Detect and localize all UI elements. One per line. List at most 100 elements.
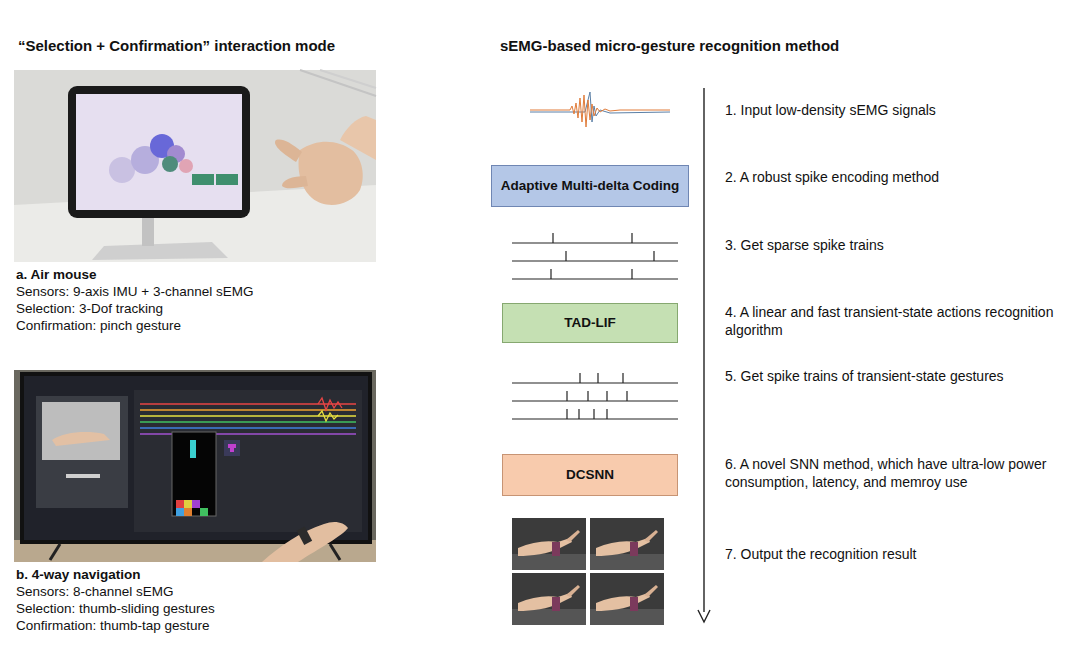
illustration-part [228,444,236,448]
box-label: Adaptive Multi-delta Coding [501,178,680,194]
illustration-part [590,518,664,570]
illustration-part [552,233,553,243]
illustration-part [172,432,216,516]
illustration-part [597,373,598,383]
illustration-part [512,278,678,279]
illustration-part [297,527,312,545]
illustration-part [192,500,200,508]
illustration-part [578,409,579,419]
sparse-spike-trains [512,233,678,279]
illustration-part [512,573,586,625]
illustration-part [176,500,184,508]
illustration-part [176,508,184,516]
spec-line: Sensors: 8-channel sEMG [16,583,376,600]
illustration-part [566,391,567,401]
process-box: TAD-LIF [502,303,678,343]
process-arrow [698,88,710,622]
spec-line: Selection: thumb-sliding gestures [16,600,376,617]
air-mouse-photo [14,70,376,262]
illustration-part [318,411,338,421]
illustration-part [512,242,678,243]
column-heading: sEMG-based micro-gesture recognition met… [500,36,1060,55]
illustration-part [566,409,567,419]
illustration-part [653,251,654,261]
spec-line: Selection: 3-Dof tracking [16,300,376,317]
step-text: 6. A novel SNN method, which have ultra-… [725,455,1065,491]
illustration-part [230,448,234,452]
illustration-part [587,391,588,401]
box-label: DCSNN [566,467,614,483]
box-label: TAD-LIF [564,315,615,331]
gesture-photos [512,518,664,625]
spec-line: Confirmation: pinch gesture [16,317,376,334]
illustration-part [512,418,678,419]
illustration-part [703,88,704,612]
illustration-part [224,440,240,456]
illustration-part [512,400,678,401]
illustration-part [530,92,670,122]
illustration-part [162,156,178,172]
navigation-photo [14,370,376,562]
process-box: Adaptive Multi-delta Coding [491,165,690,207]
spec-line: Sensors: 9-axis IMU + 3-channel sEMG [16,283,376,300]
illustration-part [330,544,340,560]
illustration-part [66,474,100,478]
illustration-part [14,370,376,562]
step-text: 4. A linear and fast transient-state act… [725,303,1065,339]
illustration-part [50,544,60,560]
illustration-part [631,269,632,279]
step-text: 5. Get spike trains of transient-state g… [725,367,1065,385]
illustration-part [14,70,376,262]
illustration-part [140,409,356,410]
illustration-part [512,382,678,383]
illustration-part [512,260,678,261]
illustration-part [565,251,566,261]
illustration-part [593,409,594,419]
column-heading: “Selection + Confirmation” interaction m… [18,36,458,55]
illustration-part [184,508,192,516]
illustration-part [698,610,710,622]
illustration-part [275,140,302,163]
panel-title: b. 4-way navigation [16,566,376,583]
illustration-part [142,214,154,246]
illustration-part [300,70,376,96]
illustration-part [42,402,120,460]
process-box: DCSNN [502,454,678,496]
illustration-part [184,500,192,508]
illustration-part [190,440,196,458]
illustration-part [52,432,110,446]
illustration-part [299,142,363,205]
illustration-part [140,427,356,428]
panel-title: a. Air mouse [16,266,376,283]
step-text: 7. Output the recognition result [725,545,1065,563]
semg-waveform [530,92,670,127]
illustration-part [530,95,670,127]
spec-line: Confirmation: thumb-tap gesture [16,617,376,634]
gesture-spike-trains [512,373,678,419]
illustration-part [579,373,580,383]
illustration-part [216,174,238,185]
illustration-part [179,159,193,173]
illustration-part [590,573,664,625]
illustration-part [340,116,376,160]
illustration-part [282,176,308,188]
illustration-part [550,269,551,279]
illustration-part [606,409,607,419]
illustration-part [20,372,372,544]
step-text: 2. A robust spike encoding method [725,168,1065,186]
step-text: 3. Get sparse spike trains [725,236,1065,254]
illustration-part [68,86,250,218]
illustration-part [622,373,623,383]
illustration-part [36,396,128,508]
illustration-part [76,94,242,210]
illustration-part [318,398,342,410]
illustration-part [92,242,228,260]
illustration-part [631,233,632,243]
illustration-part [24,376,368,540]
illustration-part [262,522,348,562]
illustration-part [140,421,356,422]
illustration-part [320,70,376,88]
illustration-part [134,390,362,532]
illustration-part [606,391,607,401]
